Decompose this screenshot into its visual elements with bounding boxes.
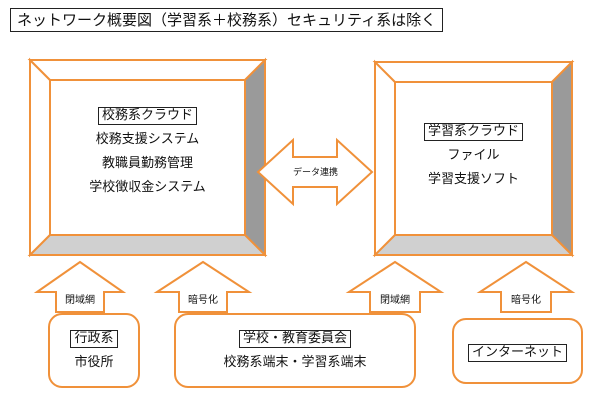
right-cloud-frame <box>372 59 575 258</box>
up-arrow-3 <box>345 260 445 313</box>
link-label: データ連携 <box>293 168 339 178</box>
gov-node-heading: 行政系 <box>70 330 118 349</box>
internet-node: インターネット <box>452 318 583 384</box>
arrow-label-1: 閉域網 <box>65 295 95 306</box>
left-cloud-item: 教職員勤務管理 <box>101 156 193 171</box>
internet-node-heading: インターネット <box>467 344 567 363</box>
school-node-sub: 校務系端末・学習系端末 <box>223 355 367 370</box>
arrow-label-4: 暗号化 <box>511 295 541 306</box>
left-cloud-item: 校務支援システム <box>95 132 200 147</box>
right-cloud-item: 学習支援ソフト <box>427 172 519 187</box>
right-cloud-item: ファイル <box>447 148 500 163</box>
left-cloud-heading: 校務系クラウド <box>97 107 197 126</box>
link-double-arrow <box>256 137 374 207</box>
right-cloud: 学習系クラウド ファイル 学習支援ソフト <box>395 120 552 192</box>
school-node-heading: 学校・教育委員会 <box>238 330 351 349</box>
right-cloud-heading: 学習系クラウド <box>423 123 523 142</box>
gov-node: 行政系 市役所 <box>48 313 140 388</box>
gov-node-sub: 市役所 <box>74 355 114 370</box>
arrow-label-3: 閉域網 <box>380 295 410 306</box>
diagram-title: ネットワーク概要図（学習系＋校務系）セキュリティ系は除く <box>10 8 444 32</box>
left-cloud: 校務系クラウド 校務支援システム 教職員勤務管理 学校徴収金システム <box>50 104 245 200</box>
left-cloud-frame <box>27 57 268 258</box>
arrow-label-2: 暗号化 <box>188 295 218 306</box>
up-arrow-4 <box>476 260 576 313</box>
left-cloud-item: 学校徴収金システム <box>89 180 206 195</box>
school-node: 学校・教育委員会 校務系端末・学習系端末 <box>174 313 416 388</box>
up-arrow-2 <box>153 260 253 313</box>
up-arrow-1 <box>33 260 127 313</box>
